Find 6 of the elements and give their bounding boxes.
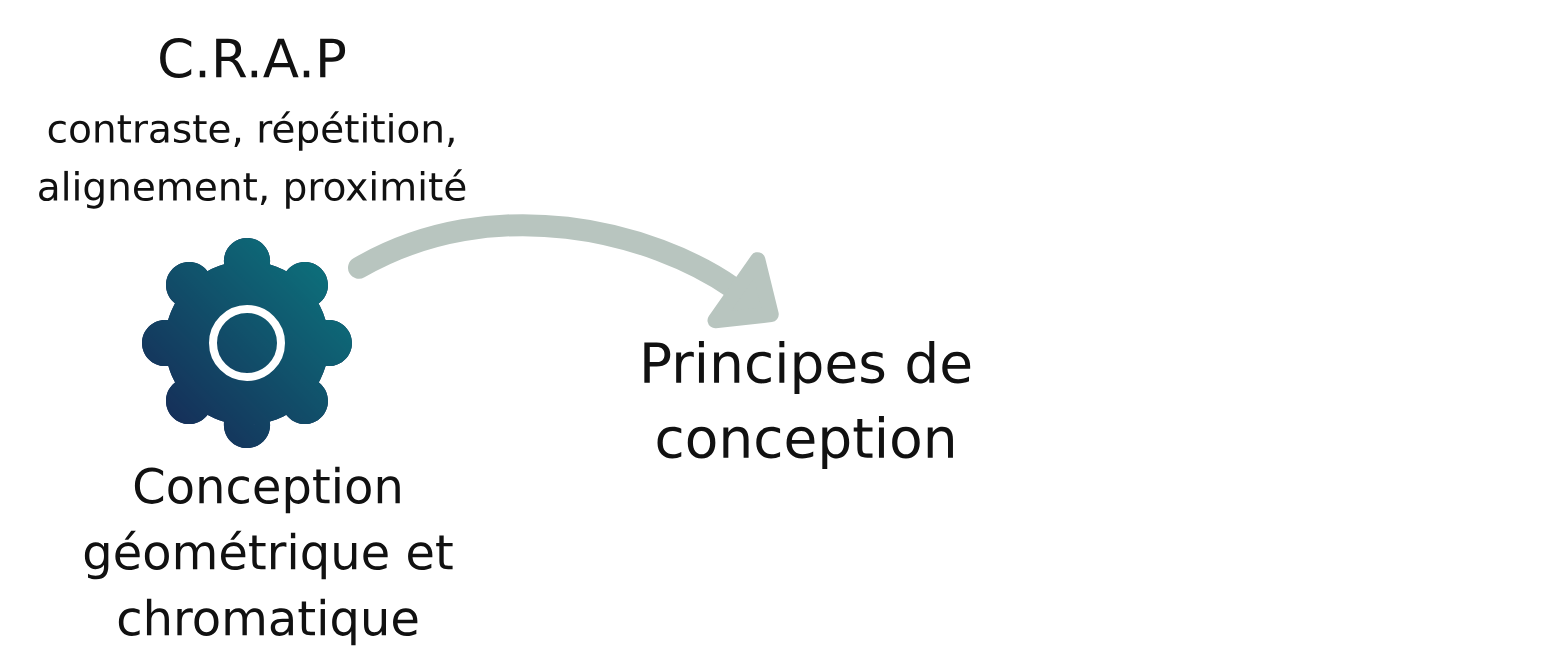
curved-arrow xyxy=(348,214,779,329)
heading: C.R.A.P xyxy=(160,37,346,79)
gear-icon xyxy=(142,238,352,448)
node-text: Principes de conception xyxy=(644,340,971,470)
node-label: Conception géométrique et chromatique xyxy=(84,466,453,646)
body-text: contraste, répétition, alignement, proximité xyxy=(39,111,466,209)
